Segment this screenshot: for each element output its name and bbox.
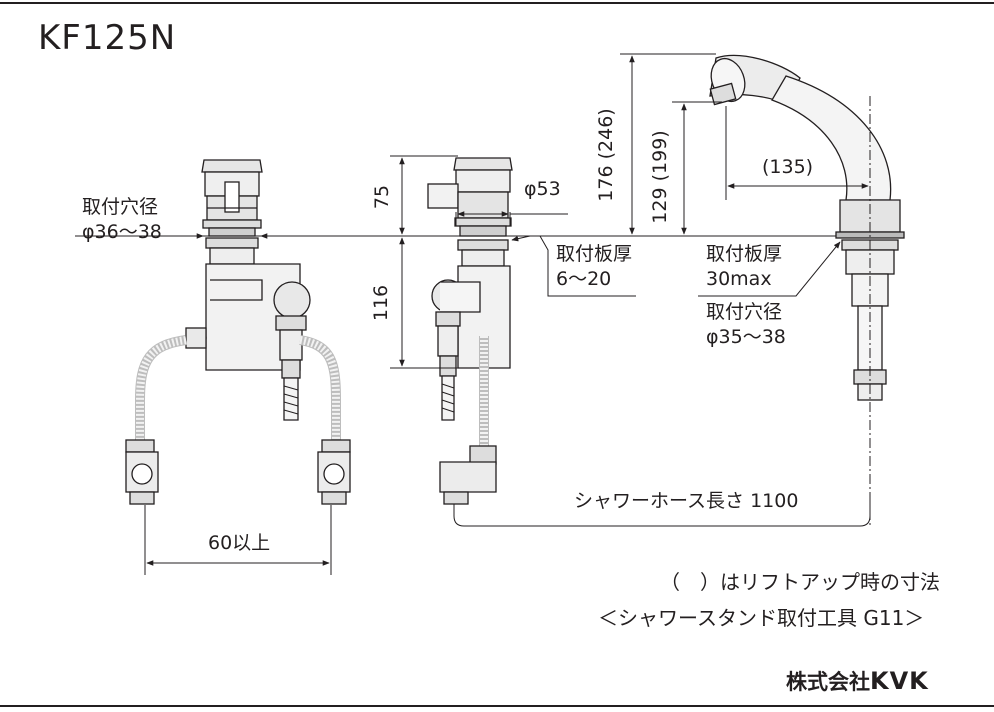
frame-bottom-rule xyxy=(0,705,994,707)
company-name: 株式会社 xyxy=(786,670,870,694)
liftup-note: （ ）はリフトアップ時の寸法 xyxy=(660,570,940,594)
dim-129-text: 129 (199) xyxy=(649,130,671,224)
spout-view xyxy=(709,54,905,401)
company-brand: KVK xyxy=(870,667,929,695)
dim-60-text: 60以上 xyxy=(208,532,271,554)
front-view-faucet xyxy=(125,159,351,505)
model-number: KF125N xyxy=(38,18,177,58)
hose-length-text: シャワーホース長さ 1100 xyxy=(574,490,799,512)
dim-135-text: (135) xyxy=(762,156,814,178)
stand-tool-note: ＜シャワースタンド取付工具 G11＞ xyxy=(598,606,925,630)
plate-thickness-right-value: 30max xyxy=(706,268,772,290)
side-view-faucet xyxy=(427,157,513,505)
plate-thickness-right-label: 取付板厚 xyxy=(706,243,783,265)
dim-116-text: 116 xyxy=(370,284,392,322)
plate-thickness-value: 6～20 xyxy=(556,268,612,290)
dim-176-text: 176 (246) xyxy=(595,108,617,202)
dim-phi53-text: φ53 xyxy=(524,178,561,200)
dim-75-text: 75 xyxy=(371,184,393,210)
mount-hole-right-value: φ35～38 xyxy=(706,326,786,348)
company-logo: 株式会社KVK xyxy=(786,666,929,696)
plate-thickness-label: 取付板厚 xyxy=(556,243,633,265)
mount-hole-left-label: 取付穴径 xyxy=(82,196,159,218)
shower-hose-path xyxy=(453,500,871,527)
mount-hole-right-label: 取付穴径 xyxy=(706,301,783,323)
frame-top-rule xyxy=(0,2,994,4)
mount-hole-left-value: φ36～38 xyxy=(82,221,162,243)
